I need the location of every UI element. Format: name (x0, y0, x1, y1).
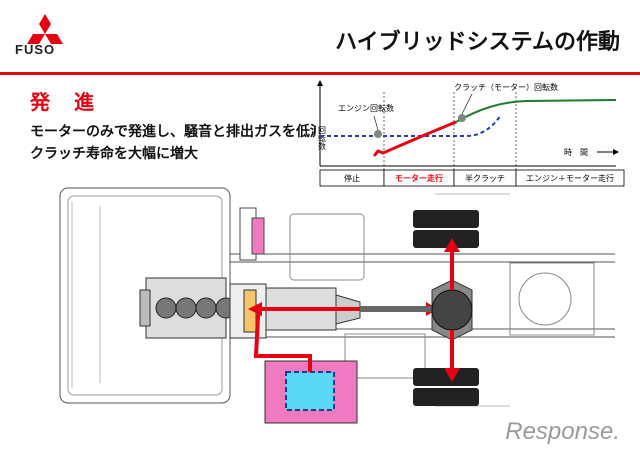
pink-small-module (251, 217, 265, 255)
phase-half-clutch-label: 半クラッチ (465, 173, 505, 183)
motor-rpm-line (372, 120, 457, 157)
power-flow-battery (253, 311, 312, 372)
y-axis-arrow-icon (317, 80, 323, 86)
arrow-down-icon (444, 368, 460, 382)
phase-engine-motor-label: エンジン＋モーター走行 (526, 173, 614, 183)
engine-front-cover (139, 289, 151, 327)
graph-x-label: 時 間 (564, 148, 588, 157)
engine-rpm-line (320, 114, 502, 137)
clutch-rpm-label: クラッチ（モーター）回転数 (454, 82, 558, 92)
description-line-1: モーターのみで発進し、騒音と排出ガスを低減 (30, 124, 324, 140)
clutch-label-leader (461, 93, 473, 115)
graph-y-label: 回転数 (318, 126, 327, 151)
engine-label-leader (373, 115, 379, 131)
rear-right-tire-1 (413, 368, 479, 386)
propeller-shaft (360, 306, 438, 312)
chassis-diagram (59, 187, 615, 424)
spare-wheel (518, 272, 572, 326)
phase-stop-label: 停止 (344, 173, 360, 183)
differential (431, 289, 473, 331)
phase-motor-label: モーター走行 (395, 173, 443, 183)
cylinder-1 (155, 297, 177, 319)
power-arrow-to-motor (248, 302, 262, 316)
engine-rpm-label: エンジン回転数 (338, 103, 394, 113)
rear-component (509, 262, 595, 336)
engine-label-point (374, 130, 382, 138)
cylinder-3 (195, 297, 217, 319)
cylinder-2 (175, 297, 197, 319)
clutch-label-point (458, 114, 466, 122)
phase-engine-motor-box (515, 169, 625, 187)
rear-right-tire-2 (413, 388, 479, 406)
section-title: 発 進 (30, 90, 96, 114)
description-line-2: クラッチ寿命を大幅に増大 (30, 146, 198, 162)
rear-left-tire-1 (413, 210, 479, 228)
page-title: ハイブリッドシステムの作動 (335, 30, 620, 55)
rpm-graph: 回転数 時 間 エンジン回転数 クラッチ（モーター）回転数 停止 モーター走行 … (316, 80, 632, 190)
mitsubishi-logo (27, 14, 63, 44)
header-divider (0, 72, 640, 75)
brand-name: FUSO (15, 42, 56, 57)
inverter (285, 371, 335, 411)
arrow-up-icon (444, 238, 460, 252)
component-box (289, 213, 365, 281)
x-axis-arrow-icon (613, 149, 619, 155)
tank-box (344, 333, 426, 379)
watermark: Response. (505, 418, 620, 445)
rear-left-tire-2 (413, 230, 479, 248)
